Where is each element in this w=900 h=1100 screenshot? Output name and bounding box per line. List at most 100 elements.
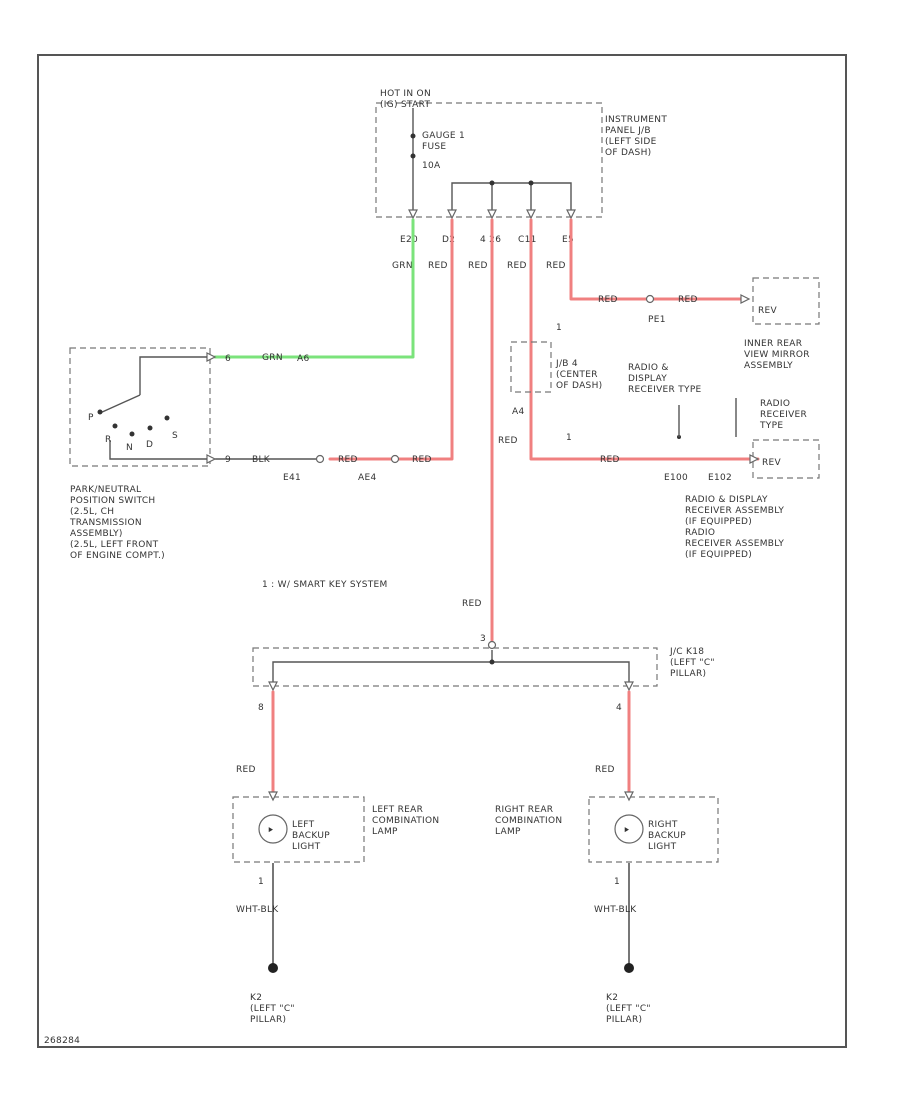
fuse-terminal-top (410, 133, 416, 139)
left-ground-point (268, 963, 278, 973)
switch-letter-r: R (105, 435, 112, 445)
footnote: 1 : W/ SMART KEY SYSTEM (262, 580, 388, 590)
connector-pin-9: 9 (225, 455, 231, 465)
connector-e100: E100 (664, 473, 688, 483)
pin-jc-left: 8 (258, 703, 264, 713)
pin-jb4-bottom: 1 (566, 433, 572, 443)
fuse-terminal-bottom (410, 153, 416, 159)
radio-rev-tag: REV (762, 458, 782, 468)
left-bulb-arrow: ⯈ (267, 826, 275, 836)
switch-contact-d (147, 425, 153, 431)
pin-jc-top: 3 (480, 634, 486, 644)
ground-right-label: K2(LEFT "C"PILLAR) (606, 993, 651, 1025)
switch-contact-n (129, 431, 135, 437)
connector-e41-symbol (315, 454, 325, 464)
jb-terminal-e20 (408, 209, 418, 220)
hot-label: HOT IN ON(IG) START (380, 89, 431, 110)
instrument-panel-jb-box (375, 102, 603, 218)
bus-junction-1 (489, 180, 495, 186)
pin-left-lamp-bottom: 1 (258, 877, 264, 887)
pin-label-e20: E20 (400, 235, 418, 245)
jb-terminal-d2 (447, 209, 457, 220)
jc-terminal-left (268, 681, 278, 692)
jc-box (252, 647, 658, 687)
jc-terminal-right (624, 681, 634, 692)
diagram-id: 268284 (44, 1036, 80, 1046)
jb4-box (510, 341, 552, 393)
connector-ae4-symbol (390, 454, 400, 464)
switch-terminal-lower (206, 454, 217, 464)
wire-color-red-ae4-left: RED (338, 455, 358, 465)
switch-letter-s: S (172, 431, 178, 441)
connector-pin-a6: A6 (297, 354, 309, 364)
wire-color-blk: BLK (252, 455, 271, 465)
connector-e102: E102 (708, 473, 732, 483)
wire-color-red-mirror-right: RED (678, 295, 698, 305)
park-neutral-switch-box (69, 347, 211, 467)
radio-terminal (749, 454, 760, 464)
bus-junction-2 (528, 180, 534, 186)
ground-left-label: K2(LEFT "C"PILLAR) (250, 993, 295, 1025)
left-lamp-terminal-top (268, 791, 278, 802)
red-wire-e5 (569, 218, 743, 301)
switch-contact-r (112, 423, 118, 429)
connector-pe1-symbol (645, 294, 655, 304)
radio-assembly-box (752, 439, 820, 479)
switch-wiring (109, 356, 207, 460)
right-ground-point (624, 963, 634, 973)
mirror-box (752, 277, 820, 325)
wire-color-red-right-lamp: RED (595, 765, 615, 775)
jc-bus (272, 650, 630, 682)
pin-jb4-a4: A4 (512, 407, 524, 417)
jc-bus-junction (489, 659, 495, 665)
switch-terminal-upper (206, 352, 217, 362)
red-wire-d2 (328, 218, 454, 461)
wire-color-whtblk-right: WHT-BLK (594, 905, 637, 915)
jb-internal-bus (451, 182, 572, 215)
jb-terminal-c11 (526, 209, 536, 220)
jb-terminal-e5 (566, 209, 576, 220)
pin-right-lamp-bottom: 1 (614, 877, 620, 887)
pin-jb4-top: 1 (556, 323, 562, 333)
pin-label-c11: C11 (518, 235, 537, 245)
pin-jc-right: 4 (616, 703, 622, 713)
wire-color-red-left-lamp: RED (236, 765, 256, 775)
pin-label-d2: D2 (442, 235, 455, 245)
switch-lever (99, 394, 141, 414)
right-lamp-box (588, 796, 719, 863)
wire-color-red-4: RED (546, 261, 566, 271)
wire-color-red-radio: RED (600, 455, 620, 465)
wire-color-whtblk-left: WHT-BLK (236, 905, 279, 915)
mirror-rev-tag: REV (758, 306, 778, 316)
wire-color-grn-switch: GRN (262, 353, 283, 363)
switch-letter-p: P (88, 413, 94, 423)
wire-color-grn-top: GRN (392, 261, 413, 271)
switch-contact-p (97, 409, 103, 415)
left-lamp-box (232, 796, 365, 863)
right-bulb-arrow: ⯈ (623, 826, 631, 836)
wire-color-red-jb4: RED (498, 436, 518, 446)
switch-letter-d: D (146, 440, 153, 450)
wire-color-red-mirror-left: RED (598, 295, 618, 305)
switch-contact-s (164, 415, 170, 421)
red-wire-c11 (529, 218, 760, 461)
jc-input-terminal (487, 640, 497, 650)
connector-ae4: AE4 (358, 473, 376, 483)
jc-label: J/C K18(LEFT "C"PILLAR) (669, 647, 715, 679)
pin-label-e5: E5 (562, 235, 574, 245)
connector-e41: E41 (283, 473, 301, 483)
switch-letter-n: N (126, 443, 133, 453)
wire-color-red-center: RED (462, 599, 482, 609)
wire-color-red-1: RED (428, 261, 448, 271)
